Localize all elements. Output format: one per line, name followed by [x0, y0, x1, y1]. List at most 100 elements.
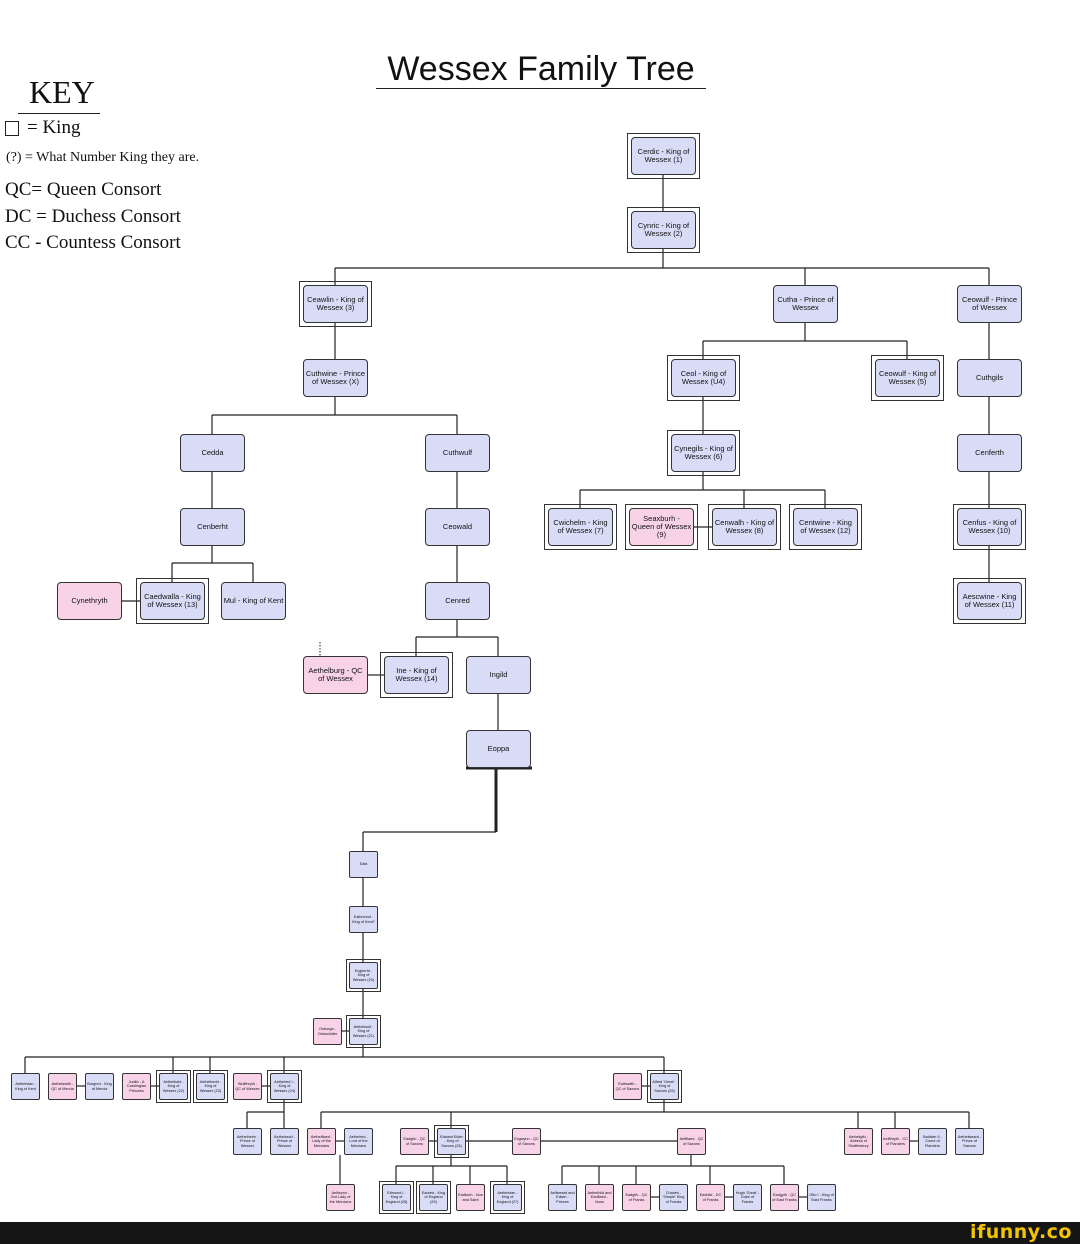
person-node-cynegils: Cynegils - King of Wessex (6) [671, 434, 736, 472]
person-node-eadred: Eadred - King of England (29) [419, 1184, 448, 1211]
person-node-ceawlin: Ceawlin - King of Wessex (3) [303, 285, 368, 323]
person-node-judith: Judith - A Carolingian Princess [122, 1073, 151, 1100]
person-node-aelfthryth: Aelfthryth - CC of Flanders [881, 1128, 910, 1155]
person-node-cedda: Cedda [180, 434, 245, 472]
person-node-aelfwynn: Aelfwynn - 2nd Lady of the Mercians [326, 1184, 355, 1211]
person-node-aethelhild: Aethelhild and Eadflaed - Nuns [585, 1184, 614, 1211]
person-node-ceowald: Ceowald [425, 508, 490, 546]
person-node-burgred: Burgred - King of Mercia [85, 1073, 114, 1100]
person-node-cynethryth: Cynethryth [57, 582, 122, 620]
key-divider [18, 113, 100, 114]
person-node-ecgwynn: Ecgwynn - QC of Saxons [512, 1128, 541, 1155]
king-frame [346, 1015, 381, 1048]
person-node-aethelburg: Aethelburg - QC of Wessex [303, 656, 368, 694]
king-frame [346, 959, 381, 992]
king-frame [380, 652, 453, 698]
king-frame [667, 355, 740, 401]
person-node-cwichelm: Cwichelm - King of Wessex (7) [548, 508, 613, 546]
king-frame [871, 355, 944, 401]
person-node-baldwin: Baldwin II - Count of Flanders [918, 1128, 947, 1155]
ifunny-logo: ifunny.co [969, 1221, 1072, 1243]
key-heading: KEY [29, 74, 95, 110]
person-node-osburga: Osburga - Oslacdotter [313, 1018, 342, 1045]
person-node-eadgyth: Eadgyth - QC of East Franks [770, 1184, 799, 1211]
king-frame [627, 207, 700, 253]
person-node-aethelbald: Aethelbald - King of Wessex (22) [159, 1073, 188, 1100]
king-frame [625, 504, 698, 550]
person-node-aescwine: Aescwine - King of Wessex (11) [957, 582, 1022, 620]
king-frame [136, 578, 209, 624]
person-node-aethelgifu: Aethelgifu - Abbess of Shaftesbury [844, 1128, 873, 1155]
person-node-eafa: Eafa [349, 851, 378, 878]
king-frame [627, 133, 700, 179]
person-node-otto: Otto I - King of East Franks [807, 1184, 836, 1211]
footer-bar: ifunny.co [0, 1221, 1080, 1244]
person-node-ceowulf-king: Ceowulf - King of Wessex (5) [875, 359, 940, 397]
person-node-aelfflaed: Aelfflaed - QC of Saxons [677, 1128, 706, 1155]
person-node-aethelwulf: Aethelwulf - King of Wessex (21) [349, 1018, 378, 1045]
person-node-ceol: Ceol - King of Wessex (U4) [671, 359, 736, 397]
person-node-eadburh: Eadburh - Nun and Saint [456, 1184, 485, 1211]
person-node-eadgifu-franks: Eadgifu - QC of Franks [622, 1184, 651, 1211]
person-node-aethelflaed: Aethelflaed - Lady of the Mercians [307, 1128, 336, 1155]
person-node-aethelberht: Aethelberht - King of Wessex (23) [196, 1073, 225, 1100]
person-node-eoppa: Eoppa [466, 730, 531, 768]
person-node-cynric: Cynric - King of Wessex (2) [631, 211, 696, 249]
king-frame [490, 1181, 525, 1214]
person-node-ceowulf-prince: Ceowulf - Prince of Wessex [957, 285, 1022, 323]
person-node-ecgberht: Ecgberht - King of Wessex (20) [349, 962, 378, 989]
person-node-cenwalh: Cenwalh - King of Wessex (8) [712, 508, 777, 546]
king-frame [379, 1181, 414, 1214]
king-frame [667, 430, 740, 476]
king-frame [267, 1070, 302, 1103]
king-frame [434, 1125, 469, 1158]
person-node-aethelhelm: Aethelhelm - Prince of Wessex [233, 1128, 262, 1155]
person-node-aethelweard-prince: Aethelweard - Prince of Saxons [955, 1128, 984, 1155]
person-node-aethelred-merc: Aethelred - Lord of the Mercians [344, 1128, 373, 1155]
person-node-eadgifu-qc: Eadgifu - QC of Saxons [400, 1128, 429, 1155]
person-node-aethelwold: Aethelwold - Prince of Wessex [270, 1128, 299, 1155]
person-node-centwine: Centwine - King of Wessex (12) [793, 508, 858, 546]
person-node-wulfthryth: Wulfthryth - QC of Wessex [233, 1073, 262, 1100]
person-node-cuthwine: Cuthwine - Prince of Wessex (X) [303, 359, 368, 397]
person-node-ealhswith: Ealhswith - QC of Saxons [613, 1073, 642, 1100]
person-node-cenfus: Cenfus - King of Wessex (10) [957, 508, 1022, 546]
person-node-seaxburh: Seaxburh - Queen of Wessex (9) [629, 508, 694, 546]
king-frame [416, 1181, 451, 1214]
person-node-aethelred-i: Aethelred I - King of Wessex (24) [270, 1073, 299, 1100]
person-node-edmund: Edmund I - King of England (28) [382, 1184, 411, 1211]
person-node-aethelstan-eng: Aethelstan - King of England (27) [493, 1184, 522, 1211]
person-node-charles: Charles - 'Simple' King of Franks [659, 1184, 688, 1211]
king-frame [789, 504, 862, 550]
person-node-eadhild: Eadhild - DC of Franks [696, 1184, 725, 1211]
person-node-caedwalla: Caedwalla - King of Wessex (13) [140, 582, 205, 620]
king-frame [544, 504, 617, 550]
key-king: = King [27, 117, 81, 138]
key-number: (?) = What Number King they are. [6, 150, 200, 165]
key-dc: DC = Duchess Consort [5, 206, 181, 227]
person-node-cutha: Cutha - Prince of Wessex [773, 285, 838, 323]
person-node-cenferth: Cenferth [957, 434, 1022, 472]
person-node-ine: Ine - King of Wessex (14) [384, 656, 449, 694]
king-square-icon [5, 121, 19, 136]
king-frame [953, 504, 1026, 550]
person-node-ealhmund: Ealhmund - King of Kent? [349, 906, 378, 933]
person-node-cuthwulf: Cuthwulf [425, 434, 490, 472]
person-node-edward-elder: Edward Elder - King of Saxons (26) [437, 1128, 466, 1155]
king-frame [299, 281, 372, 327]
king-frame [156, 1070, 191, 1103]
person-node-aethelstan-kent: Aethelstan - King of Kent [11, 1073, 40, 1100]
person-node-aethelswith: Aethelswith - QC of Mercia [48, 1073, 77, 1100]
key-qc: QC= Queen Consort [5, 179, 162, 200]
person-node-ingild: Ingild [466, 656, 531, 694]
person-node-cerdic: Cerdic - King of Wessex (1) [631, 137, 696, 175]
king-frame [708, 504, 781, 550]
person-node-cuthgils: Cuthgils [957, 359, 1022, 397]
key-cc: CC - Countess Consort [5, 232, 181, 253]
page-title: Wessex Family Tree [376, 51, 706, 89]
person-node-aelfweard: Aelfweard and Edwin - Princes [548, 1184, 577, 1211]
person-node-cenberht: Cenberht [180, 508, 245, 546]
king-frame [193, 1070, 228, 1103]
